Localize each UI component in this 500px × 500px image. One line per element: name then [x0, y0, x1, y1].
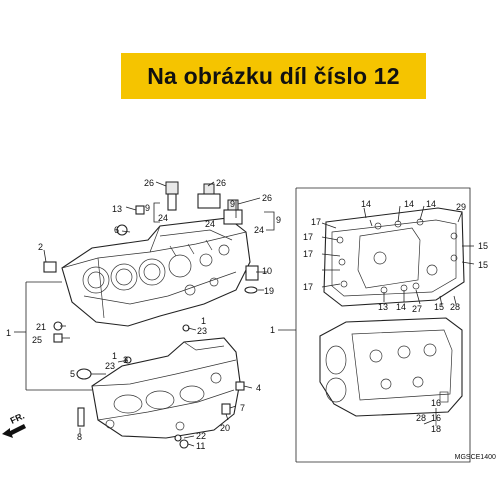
callout-17: 17 — [303, 282, 313, 292]
left-callouts: 26 26 26 9 9 9 24 24 24 13 6 2 10 19 1 2… — [6, 178, 281, 451]
part-number-banner: Na obrázku díl číslo 12 — [121, 53, 426, 99]
callout-22: 22 — [196, 431, 206, 441]
figure-code: MGSCE1400 — [455, 454, 496, 461]
callout-23: 23 — [105, 361, 115, 371]
callout-29: 29 — [456, 202, 466, 212]
callout-14: 14 — [396, 302, 406, 312]
callout-17: 17 — [303, 232, 313, 242]
callout-17: 17 — [303, 249, 313, 259]
callout-3: 3 — [123, 355, 128, 365]
callout-9: 9 — [145, 203, 150, 213]
crankcase-top-view — [323, 207, 465, 307]
front-label: FR. — [9, 411, 26, 426]
callout-15: 15 — [478, 260, 488, 270]
banner-text: Na obrázku díl číslo 12 — [147, 62, 400, 89]
callout-7: 7 — [240, 403, 245, 413]
callout-9: 9 — [276, 215, 281, 225]
callout-27: 27 — [412, 304, 422, 314]
detail-frame — [278, 187, 471, 463]
callout-26: 26 — [144, 178, 154, 188]
callout-16: 16 — [431, 398, 441, 408]
callout-4: 4 — [256, 383, 261, 393]
callout-24: 24 — [205, 219, 215, 229]
callout-1: 1 — [270, 325, 275, 335]
callout-19: 19 — [264, 286, 274, 296]
callout-15: 15 — [478, 241, 488, 251]
upper-sensors — [43, 181, 259, 449]
callout-21: 21 — [36, 322, 46, 332]
callout-10: 10 — [262, 266, 272, 276]
callout-14: 14 — [426, 199, 436, 209]
callout-17: 17 — [311, 217, 321, 227]
callout-25: 25 — [32, 335, 42, 345]
right-callouts: 14 14 14 14 17 17 17 17 15 15 15 29 13 2… — [270, 199, 488, 434]
callout-28: 28 — [416, 413, 426, 423]
lower-crankcase — [91, 337, 241, 439]
left-leader-lines — [14, 181, 275, 447]
callout-6: 6 — [114, 225, 119, 235]
callout-2: 2 — [38, 242, 43, 252]
callout-8: 8 — [77, 432, 82, 442]
callout-13: 13 — [378, 302, 388, 312]
callout-28: 28 — [450, 302, 460, 312]
callout-16: 16 — [431, 413, 441, 423]
callout-1: 1 — [201, 316, 206, 326]
upper-crankcase — [61, 217, 251, 327]
callout-1: 1 — [6, 328, 11, 338]
callout-9: 9 — [230, 199, 235, 209]
callout-14: 14 — [361, 199, 371, 209]
front-direction-arrow: FR. — [2, 411, 26, 438]
callout-20: 20 — [220, 423, 230, 433]
callout-26: 26 — [216, 178, 226, 188]
callout-11: 11 — [196, 441, 205, 451]
callout-23: 23 — [197, 326, 207, 336]
callout-1: 1 — [112, 351, 117, 361]
callout-15: 15 — [434, 302, 444, 312]
callout-24: 24 — [158, 213, 168, 223]
callout-26: 26 — [262, 193, 272, 203]
callout-13: 13 — [112, 204, 122, 214]
callout-24: 24 — [254, 225, 264, 235]
callout-5: 5 — [70, 369, 75, 379]
callout-14: 14 — [404, 199, 414, 209]
callout-18: 18 — [431, 424, 441, 434]
right-leader-lines — [321, 205, 475, 425]
crankcase-bottom-view — [319, 317, 463, 426]
